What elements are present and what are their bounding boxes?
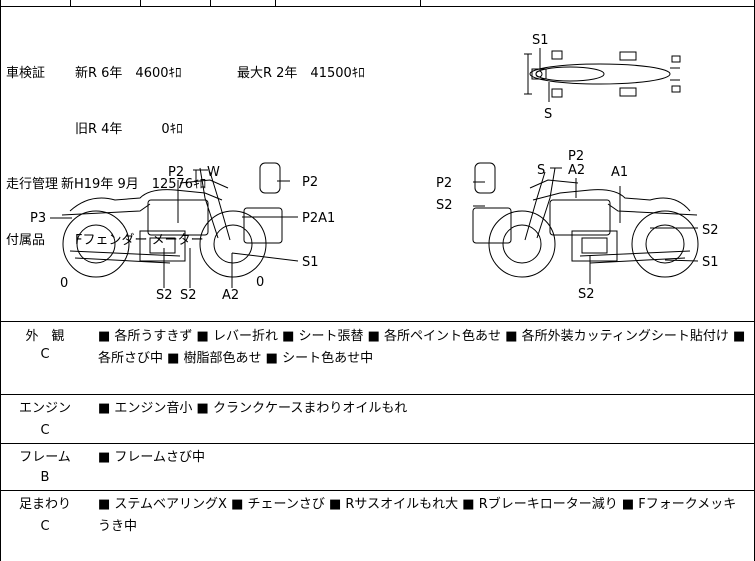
table-divider (275, 0, 276, 7)
section-suspension-name: 足まわり (18, 497, 71, 512)
divider (0, 490, 755, 491)
travel-value: 新H19年 9月 12576ｷﾛ (61, 177, 207, 192)
section-suspension-grade: C (40, 519, 50, 534)
label-right-p2-left: P2 (436, 176, 452, 191)
left-side-motorcycle (61, 162, 283, 278)
label-right-s2-bottom: S2 (578, 287, 595, 302)
section-engine-grade: C (40, 423, 50, 438)
label-right-a1: A1 (611, 165, 628, 180)
label-right-p2-top: P2 (568, 149, 584, 164)
label-left-p3: P3 (30, 211, 46, 226)
shaken-new-value: 新R 6年 4600ｷﾛ (75, 66, 182, 81)
accessory-label: 付属品 (6, 232, 46, 248)
shaken-old-value: 旧R 4年 0ｷﾛ (75, 121, 183, 137)
section-engine-name: エンジン (18, 401, 71, 416)
label-left-p2-right: P2 (302, 175, 318, 190)
table-divider (420, 0, 421, 7)
section-exterior-name: 外 観 (25, 329, 65, 344)
motorcycle-diagram-svg: S1 S P2 W P2 P3 P2A1 S1 0 S2 S2 A2 0 P2 … (30, 33, 719, 303)
label-right-s2-right: S2 (702, 223, 719, 238)
label-left-a2: A2 (222, 288, 239, 303)
label-left-s2-b: S2 (180, 288, 197, 303)
divider (0, 394, 755, 395)
border-left (0, 0, 1, 561)
label-top-s1: S1 (532, 33, 549, 48)
divider (0, 443, 755, 444)
divider (0, 321, 755, 322)
section-exterior-text: ■ 各所うすきず ■ レバー折れ ■ シート張替 ■ 各所ペイント色あせ ■ 各… (98, 329, 746, 366)
label-right-s: S (537, 163, 545, 178)
label-left-p2-top: P2 (168, 165, 184, 180)
right-side-motorcycle (472, 162, 699, 278)
label-left-s1: S1 (302, 255, 319, 270)
label-right-s1: S1 (702, 255, 719, 270)
section-engine-text: ■ エンジン音小 ■ クランクケースまわりオイルもれ (98, 401, 408, 416)
table-divider (140, 0, 141, 7)
shaken-max-value: 最大R 2年 41500ｷﾛ (237, 66, 365, 81)
table-divider (70, 0, 71, 7)
vehicle-info: 車検証 新R 6年 4600ｷﾛ 最大R 2年 41500ｷﾛ 旧R 4年 0ｷ… (6, 28, 365, 269)
section-frame-name: フレーム (19, 450, 71, 465)
label-left-0-b: 0 (256, 275, 264, 290)
table-divider (210, 0, 211, 7)
label-right-s2-left: S2 (436, 198, 453, 213)
section-frame-grade: B (40, 470, 50, 485)
label-top-s: S (544, 107, 552, 122)
section-frame-text: ■ フレームさび中 (98, 450, 206, 465)
leader-lines (50, 167, 699, 288)
section-exterior-grade: C (40, 347, 50, 362)
label-right-a2: A2 (568, 163, 585, 178)
top-view-motorcycle (524, 48, 681, 102)
label-left-0-a: 0 (60, 276, 68, 291)
top-table-strip (0, 0, 755, 7)
damage-diagram: S1 S P2 W P2 P3 P2A1 S1 0 S2 S2 A2 0 P2 … (0, 8, 755, 320)
travel-label: 走行管理 (6, 177, 59, 192)
shaken-label: 車検証 (6, 66, 46, 81)
section-suspension-text: ■ ステムベアリングX ■ チェーンさび ■ Rサスオイルもれ大 ■ Rブレーキ… (98, 497, 737, 534)
label-left-w: W (207, 165, 220, 180)
label-left-s2-a: S2 (156, 288, 173, 303)
label-left-p2a1: P2A1 (302, 211, 335, 226)
